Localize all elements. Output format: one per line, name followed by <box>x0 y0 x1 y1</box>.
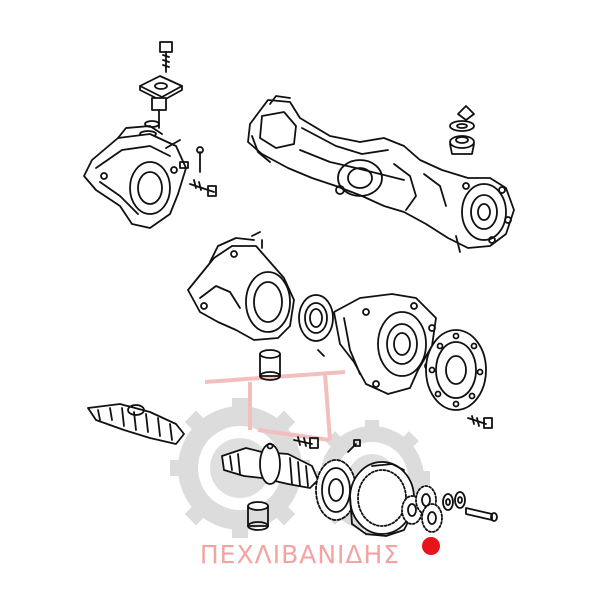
red-marker-dot <box>422 537 440 555</box>
shaft-bolt-part <box>293 436 319 449</box>
knuckle-housing-part <box>187 231 295 341</box>
wheel-hub-part <box>333 293 437 395</box>
small-bush-part <box>259 349 325 381</box>
planet-gears-part <box>401 485 443 533</box>
sun-gear-part <box>315 439 361 521</box>
pivot-side-bolt-part <box>189 146 217 197</box>
ring-gear-part <box>349 461 415 537</box>
pivot-pin-part <box>139 97 167 138</box>
top-bushings-part <box>449 105 475 155</box>
top-bolt-part <box>159 41 173 73</box>
drive-shaft-part <box>221 442 319 489</box>
watermark-brand-text: ΠΕΧΛΙΒΑΝΙΔΗΣ <box>199 540 401 569</box>
lower-bush-part <box>247 501 269 531</box>
planet-pin-part <box>465 507 498 522</box>
bearing-seal-part <box>298 294 334 342</box>
line-art <box>83 41 515 537</box>
washers-part <box>442 491 466 511</box>
pivot-housing-part <box>83 125 189 229</box>
half-shaft-part <box>87 403 185 445</box>
brake-disc-part <box>425 329 487 411</box>
flange-bolt-part <box>467 415 493 429</box>
axle-housing-part <box>247 95 515 253</box>
watermark-tractor-lines <box>204 370 346 442</box>
